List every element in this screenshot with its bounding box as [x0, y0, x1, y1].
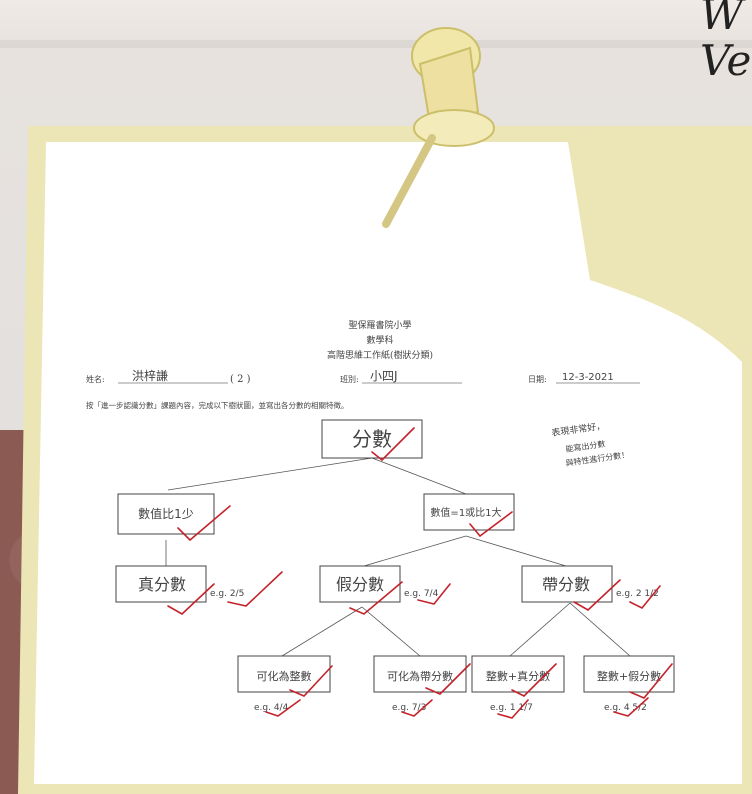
- leaf2-label: 可化為帶分數: [387, 669, 453, 683]
- mixed-number-label: 帶分數: [542, 575, 590, 594]
- date-label: 日期:: [528, 375, 547, 384]
- corner-script-text: W Ve: [700, 0, 752, 85]
- improper-fraction-example: e.g. 7/4: [404, 589, 439, 599]
- leaf-node-2: [373, 655, 467, 693]
- name-label: 姓名:: [86, 374, 105, 384]
- teacher-comment-line2: 能寫出分數: [565, 439, 606, 454]
- root-label: 分數: [352, 427, 392, 451]
- improper-fraction-label: 假分數: [336, 575, 384, 594]
- school-name: 聖保羅書院小學: [348, 319, 411, 331]
- date-value: 12-3-2021: [562, 372, 614, 383]
- subject-name: 數學科: [366, 334, 393, 346]
- level1-left-label: 數值比1少: [138, 506, 194, 521]
- mixed-number-node: [521, 565, 613, 603]
- name-value: 洪梓謙: [132, 368, 168, 383]
- leaf4-example: e.g. 4 5/2: [604, 703, 647, 713]
- root-node: [321, 419, 423, 459]
- leaf3-example: e.g. 1 1/7: [490, 703, 533, 713]
- class-value: 小四J: [370, 369, 398, 383]
- pushpin-icon: [382, 27, 495, 228]
- level1-left-node: [117, 493, 215, 535]
- proper-fraction-label: 真分數: [138, 575, 186, 594]
- tree-connectors: [165, 457, 631, 657]
- leaf-node-3: [471, 655, 565, 693]
- leaf-node-1: [237, 655, 331, 693]
- instruction-text: 按「進一步認識分數」課題內容，完成以下樹狀圖，並寫出各分數的相關特徵。: [86, 400, 349, 410]
- level1-right-label: 數值=1或比1大: [430, 506, 501, 519]
- proper-fraction-example: e.g. 2/5: [210, 589, 244, 599]
- level1-right-node: [423, 493, 515, 531]
- worksheet-title: 高階思維工作紙(樹狀分類): [327, 349, 433, 361]
- leaf1-label: 可化為整數: [257, 669, 312, 683]
- leaf2-example: e.g. 7/3: [392, 703, 426, 713]
- leaf1-example: e.g. 4/4: [254, 703, 289, 713]
- teacher-comment-line1: 表現非常好，: [551, 420, 606, 439]
- leaf3-label: 整數+真分數: [486, 669, 550, 683]
- mixed-number-example: e.g. 2 1/2: [616, 589, 659, 599]
- leaf4-label: 整數+假分數: [597, 669, 661, 683]
- leaf-node-4: [583, 655, 675, 693]
- class-label: 班別:: [340, 374, 359, 384]
- class-number: ( 2 ): [230, 374, 251, 385]
- proper-fraction-node: [115, 565, 207, 603]
- check-marks: [167, 427, 673, 719]
